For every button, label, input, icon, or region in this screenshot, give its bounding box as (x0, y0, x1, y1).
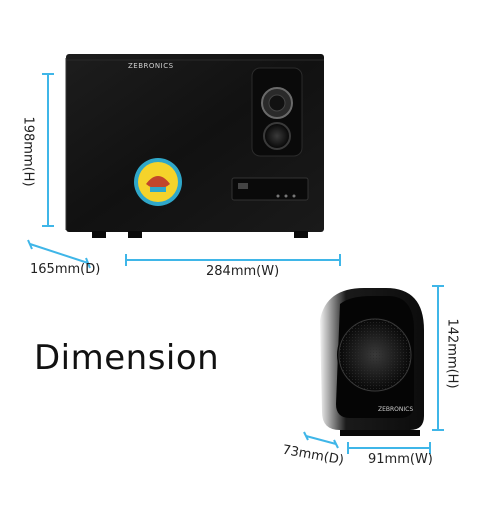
subwoofer-dimension-lines (27, 73, 341, 269)
depth-line (29, 243, 89, 264)
satellite-dimension-lines (303, 285, 444, 454)
depth-line (305, 435, 337, 445)
subwoofer-width-label: 284mm(W) (206, 264, 280, 279)
woofer-port (263, 122, 291, 150)
foot (92, 231, 106, 238)
subwoofer-brand-text: ZEBRONICS (128, 62, 174, 70)
badge-sticker (134, 158, 182, 206)
satellite-width-label: 91mm(W) (368, 452, 433, 467)
subwoofer (65, 54, 324, 238)
foot (128, 231, 142, 238)
satellite-brand-text: ZEBRONICS (378, 406, 414, 413)
subwoofer-height-label: 198mm(H) (20, 116, 36, 187)
subwoofer-depth-label: 165mm(D) (30, 262, 101, 277)
satellite-speaker (320, 288, 424, 436)
foot (294, 231, 308, 238)
display-panel (231, 177, 309, 201)
satellite-height-label: 142mm(H) (444, 318, 460, 389)
page-title: Dimension (34, 338, 220, 378)
